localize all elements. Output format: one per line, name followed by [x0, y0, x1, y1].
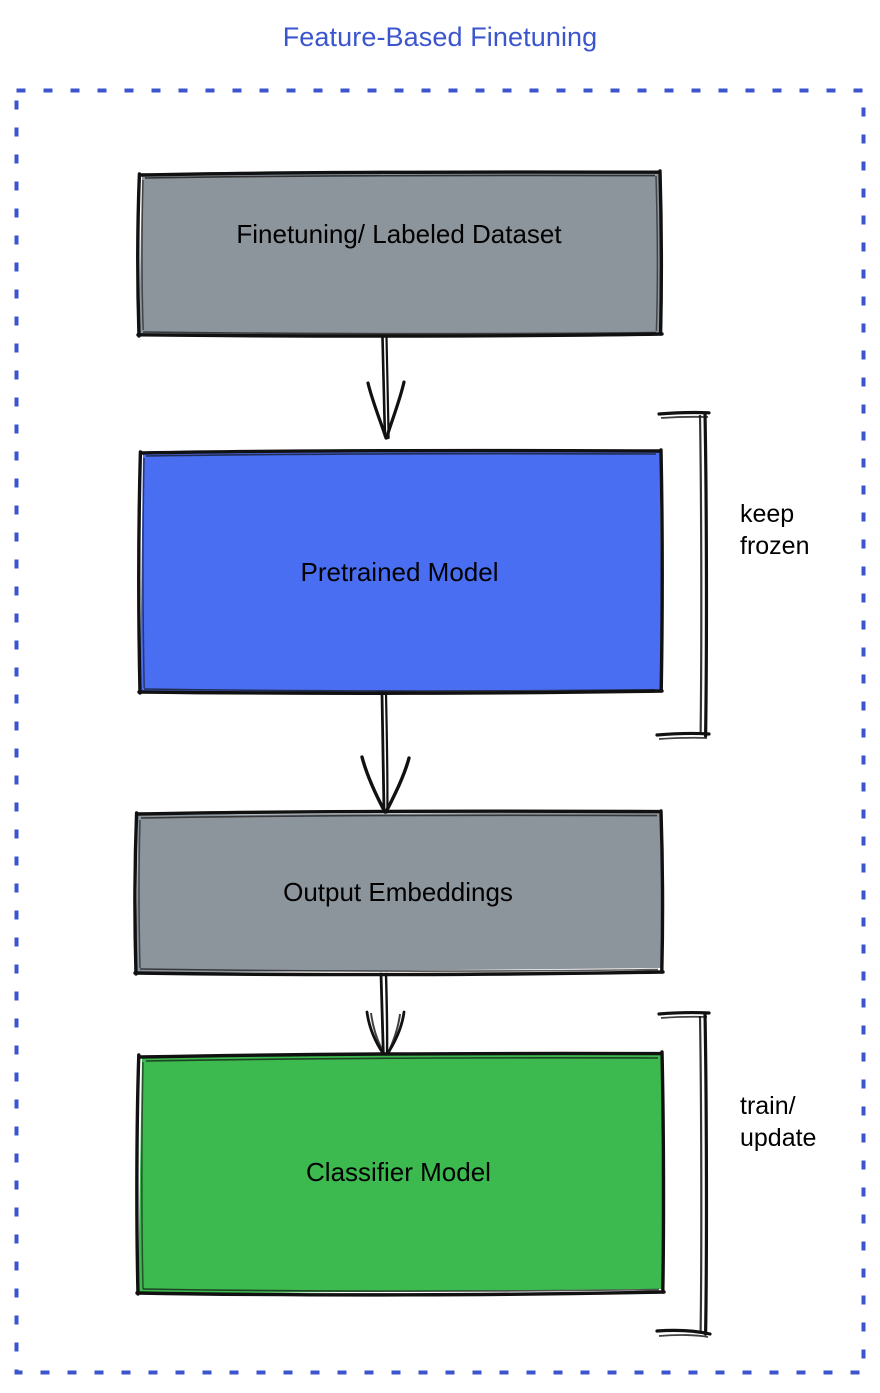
bracket-train-update [655, 1010, 712, 1338]
node-label-pretrained: Pretrained Model [300, 557, 499, 587]
annotation-keep-frozen: keep frozen [740, 500, 810, 560]
node-pretrained[interactable] [137, 448, 664, 695]
arrow-dataset-to-pretrained [366, 335, 406, 440]
node-dataset[interactable] [136, 169, 664, 338]
arrow-pretrained-to-embeddings [360, 692, 411, 814]
page-title: Feature-Based Finetuning [282, 22, 598, 52]
node-label-embeddings: Output Embeddings [283, 877, 513, 907]
annotation-train-update: train/ update [740, 1092, 817, 1152]
dashed-container [14, 88, 866, 1375]
arrow-embeddings-to-classifier [365, 972, 406, 1059]
bracket-keep-frozen [655, 410, 711, 740]
node-embeddings[interactable] [133, 809, 665, 977]
node-label-classifier: Classifier Model [306, 1157, 491, 1187]
node-label-dataset: Finetuning/ Labeled Dataset [236, 219, 562, 249]
node-classifier[interactable] [135, 1050, 666, 1297]
